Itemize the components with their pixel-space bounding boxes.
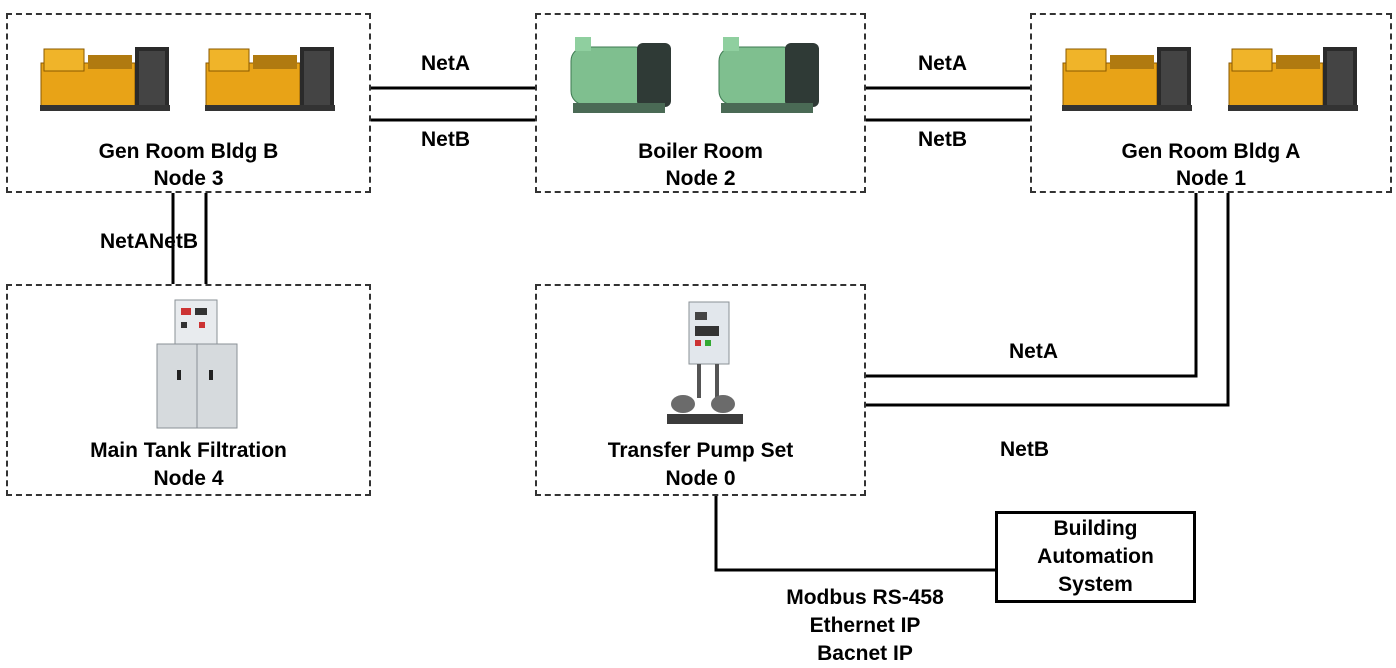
bas-line-2: Automation xyxy=(1037,545,1154,568)
node-main-tank-filtration[interactable]: Main Tank Filtration Node 4 xyxy=(6,284,371,496)
node-name: Gen Room Bldg A xyxy=(1121,140,1301,163)
link-label-netB: NetB xyxy=(918,128,968,151)
node-number: Node 4 xyxy=(153,467,224,490)
bas-line-3: System xyxy=(1058,573,1133,596)
node-gen-room-a[interactable]: Gen Room Bldg A Node 1 xyxy=(1030,13,1392,193)
protocol-item: Bacnet IP xyxy=(817,642,913,665)
pump-skid-icon xyxy=(667,301,743,424)
wire-netB-genA-pump xyxy=(865,193,1230,407)
protocol-item: Modbus RS-458 xyxy=(786,586,944,609)
link-label-netA: NetA xyxy=(1009,340,1059,363)
node-number: Node 0 xyxy=(665,467,736,490)
node-transfer-pump-set[interactable]: Transfer Pump Set Node 0 xyxy=(535,284,866,496)
node-name: Transfer Pump Set xyxy=(607,439,794,462)
protocol-item: Ethernet IP xyxy=(809,614,921,637)
node-gen-room-b[interactable]: Gen Room Bldg B Node 3 xyxy=(6,13,371,193)
protocol-list: Modbus RS-458 Ethernet IP Bacnet IP xyxy=(755,584,975,668)
node-number: Node 1 xyxy=(1175,167,1246,190)
generator-icon xyxy=(1062,47,1192,111)
generator-icon xyxy=(1228,47,1358,111)
boiler-icon xyxy=(718,37,819,113)
building-automation-system[interactable]: Building Automation System xyxy=(995,511,1196,603)
wire-pump-bas xyxy=(714,495,996,572)
node-name: Gen Room Bldg B xyxy=(98,140,279,163)
link-label-netA-netB: NetANetB xyxy=(100,230,199,253)
generator-icon xyxy=(40,47,170,111)
link-label-netA: NetA xyxy=(421,52,471,75)
link-label-netB: NetB xyxy=(421,128,471,151)
link-label-netA: NetA xyxy=(918,52,968,75)
wire-netA-genA-pump xyxy=(865,193,1198,378)
link-label-netB: NetB xyxy=(1000,438,1050,461)
generator-icon xyxy=(205,47,335,111)
control-cabinet-icon xyxy=(156,299,238,429)
node-name: Boiler Room xyxy=(638,140,763,163)
node-name: Main Tank Filtration xyxy=(90,439,287,462)
bas-line-1: Building xyxy=(1053,517,1138,540)
node-number: Node 3 xyxy=(153,167,224,190)
node-boiler-room[interactable]: Boiler Room Node 2 xyxy=(535,13,866,193)
boiler-icon xyxy=(570,37,671,113)
node-number: Node 2 xyxy=(665,167,736,190)
